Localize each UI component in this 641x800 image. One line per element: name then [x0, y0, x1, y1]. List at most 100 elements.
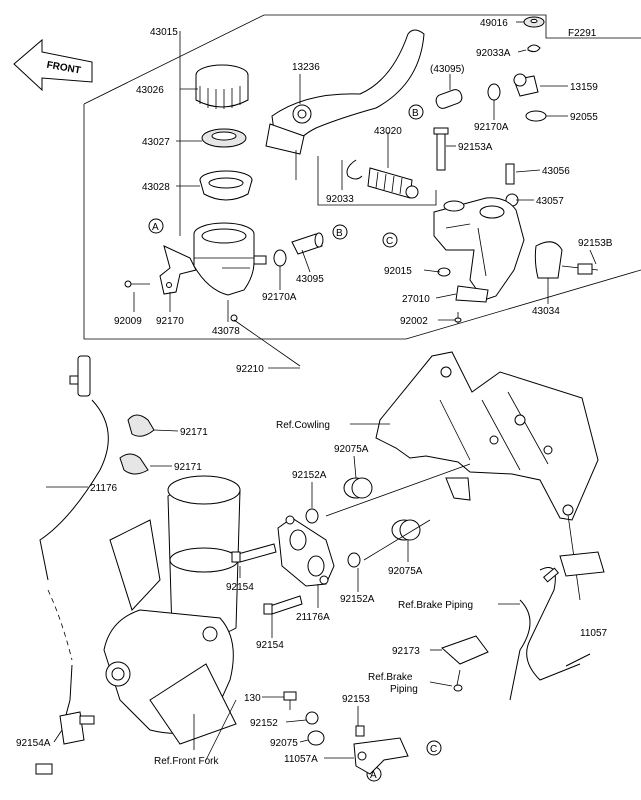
clamp-92173 — [441, 635, 489, 665]
label-92015: 92015 — [384, 266, 412, 277]
bleeder-valve — [505, 163, 515, 185]
part-labels: 43015 43026 43027 43028 13236 (43095) 49… — [16, 18, 613, 767]
label-92033: 92033 — [326, 194, 354, 205]
piping-bolt — [453, 669, 463, 692]
label-92055: 92055 — [570, 112, 598, 123]
marker-a-bottom-label: A — [370, 770, 377, 781]
marker-c-top: C — [382, 232, 398, 248]
figure-code: F2291 — [568, 28, 597, 39]
front-direction-arrow: FRONT — [13, 38, 93, 92]
marker-c-bottom-label: C — [430, 744, 437, 755]
label-92002: 92002 — [400, 316, 428, 327]
marker-b-top-label: B — [412, 108, 419, 119]
label-92154-1: 92154 — [226, 582, 254, 593]
label-130: 130 — [244, 693, 261, 704]
label-92171-2: 92171 — [174, 462, 202, 473]
label-92075a-1: 92075A — [334, 444, 369, 455]
front-fork-tube — [103, 475, 241, 745]
label-92075: 92075 — [270, 738, 298, 749]
pivot-bolt — [433, 127, 449, 171]
label-27010: 27010 — [402, 294, 430, 305]
bolt-130 — [283, 691, 297, 710]
bolt-92153 — [355, 725, 365, 737]
label-13236: 13236 — [292, 62, 320, 73]
marker-b-mid-label: B — [336, 228, 343, 239]
label-43020: 43020 — [374, 126, 402, 137]
label-92173: 92173 — [392, 646, 420, 657]
label-11057a: 11057A — [284, 754, 318, 765]
sensor-bolt — [35, 763, 53, 775]
label-43026: 43026 — [136, 85, 164, 96]
label-43078: 43078 — [212, 326, 240, 337]
label-43034: 43034 — [532, 306, 560, 317]
label-92009: 92009 — [114, 316, 142, 327]
label-43027: 43027 — [142, 137, 170, 148]
collar-92152a-1 — [305, 508, 319, 524]
reservoir-plate — [201, 128, 247, 148]
label-49016: 49016 — [480, 18, 508, 29]
cap-washer — [523, 16, 545, 28]
marker-b-mid: B — [332, 224, 348, 240]
label-21176: 21176 — [90, 483, 118, 494]
label-92154-2: 92154 — [256, 640, 284, 651]
piston-assembly — [346, 159, 419, 199]
hose-clip-1 — [127, 414, 155, 437]
reservoir-bracket — [159, 245, 197, 295]
label-13159: 13159 — [570, 82, 598, 93]
label-92170a: 92170A — [262, 292, 297, 303]
marker-a-top: A — [148, 218, 164, 234]
marker-b-top: B — [408, 104, 424, 120]
collar-92152 — [305, 711, 319, 725]
label-92033a: 92033A — [476, 48, 511, 59]
hose-clamp — [273, 249, 287, 267]
small-hose — [435, 89, 463, 109]
abs-sensor-wire — [39, 399, 109, 581]
reservoir-tank — [193, 222, 267, 322]
label-ref-cowling: Ref.Cowling — [276, 420, 330, 431]
piston-bracket-line — [317, 156, 437, 206]
caliper-bolt-1 — [231, 543, 277, 563]
cowling-bracket — [375, 351, 599, 521]
caliper-bolt-2 — [263, 595, 303, 615]
collar-92152a-2 — [347, 552, 361, 568]
label-43056: 43056 — [542, 166, 570, 177]
label-92153: 92153 — [342, 694, 370, 705]
label-43015: 43015 — [150, 27, 178, 38]
label-92152: 92152 — [250, 718, 278, 729]
label-43095-paren: (43095) — [430, 64, 464, 75]
label-11057: 11057 — [580, 628, 608, 639]
damper-92075a-1 — [343, 477, 373, 499]
marker-a-top-label: A — [152, 222, 159, 233]
sensor-wire-dash — [47, 589, 73, 661]
fitting-o-ring — [525, 110, 547, 122]
damper-92075 — [307, 730, 325, 746]
label-92210: 92210 — [236, 364, 264, 375]
label-43095: 43095 — [296, 274, 324, 285]
switch-screw — [454, 312, 462, 324]
circlip — [527, 44, 541, 53]
wheel-speed-sensor — [59, 711, 95, 745]
reservoir-hose — [291, 232, 324, 255]
leader-lines — [46, 21, 597, 761]
brake-caliper — [277, 515, 335, 587]
label-92152a-1: 92152A — [292, 470, 327, 481]
lower-bracket — [353, 737, 409, 775]
label-92154a: 92154A — [16, 738, 51, 749]
reservoir-cap — [195, 64, 249, 109]
label-92152a-2: 92152A — [340, 594, 375, 605]
label-92153a: 92153A — [458, 142, 493, 153]
label-92170a-top: 92170A — [474, 122, 509, 133]
abs-sensor-connector — [69, 355, 91, 397]
hose-fitting — [513, 73, 539, 97]
handlebar-clamp — [534, 241, 599, 279]
hose-clip-top — [487, 83, 501, 101]
assembly-lines — [325, 463, 471, 561]
label-43028: 43028 — [142, 182, 170, 193]
damper-92075a-2 — [391, 519, 421, 541]
marker-c-top-label: C — [386, 236, 393, 247]
brake-piping-bracket — [559, 551, 605, 577]
bracket-bolt — [124, 280, 150, 288]
label-ref-brake-2: Piping — [390, 684, 418, 695]
